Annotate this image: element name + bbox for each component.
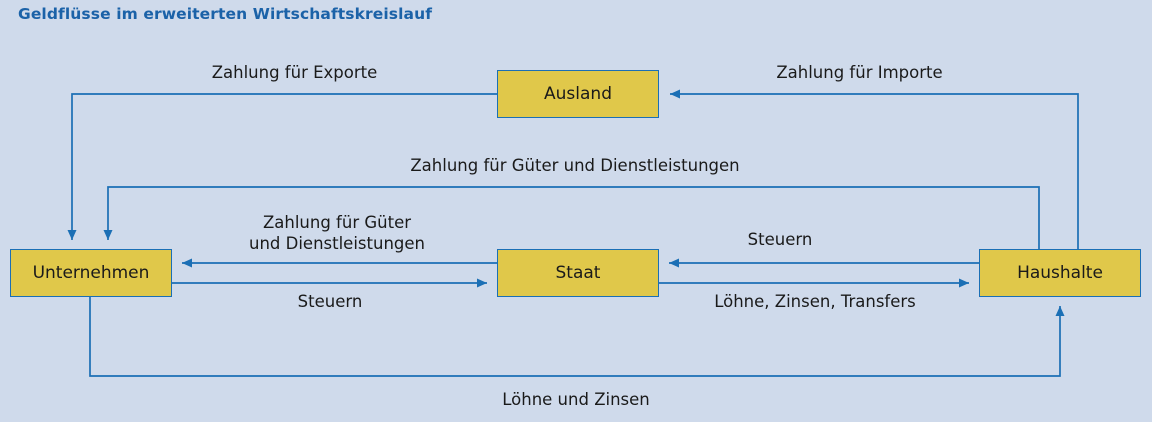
edge-zahlung-fuer-exporte (67, 93, 497, 240)
node-unternehmen[interactable]: Unternehmen (10, 249, 172, 297)
node-staat[interactable]: Staat (497, 249, 659, 297)
edge-label-loehne-und-zinsen: Löhne und Zinsen (502, 390, 650, 409)
edge-label-zahlung-fuer-exporte: Zahlung für Exporte (211, 63, 378, 82)
node-ausland[interactable]: Ausland (497, 70, 659, 118)
node-ausland-label: Ausland (544, 84, 612, 104)
node-staat-label: Staat (555, 263, 601, 283)
edge-label-steuern-haushalte-staat: Steuern (747, 230, 813, 249)
node-haushalte-label: Haushalte (1017, 263, 1103, 283)
node-haushalte[interactable]: Haushalte (979, 249, 1141, 297)
edge-label-gueter-staat-unternehmen: Zahlung für Güter und Dienstleistungen (232, 212, 442, 254)
edge-loehne-und-zinsen (89, 297, 1065, 377)
edge-label-loehne-zinsen-transfers: Löhne, Zinsen, Transfers (714, 292, 916, 311)
edge-label-gueter-haushalte-unternehmen: Zahlung für Güter und Dienstleistungen (410, 156, 740, 175)
page-title: Geldflüsse im erweiterten Wirtschaftskre… (18, 5, 433, 23)
edge-label-zahlung-fuer-importe: Zahlung für Importe (776, 63, 943, 82)
edge-zahlung-fuer-importe (670, 89, 1079, 249)
edge-label-gueter-staat-unternehmen-line1: Zahlung für Güter (262, 213, 412, 232)
edge-label-steuern-unternehmen-staat: Steuern (297, 292, 363, 311)
edge-gueter-haushalte-unternehmen (103, 186, 1040, 249)
node-unternehmen-label: Unternehmen (32, 263, 150, 283)
edge-label-gueter-staat-unternehmen-line2: und Dienstleistungen (249, 234, 425, 253)
